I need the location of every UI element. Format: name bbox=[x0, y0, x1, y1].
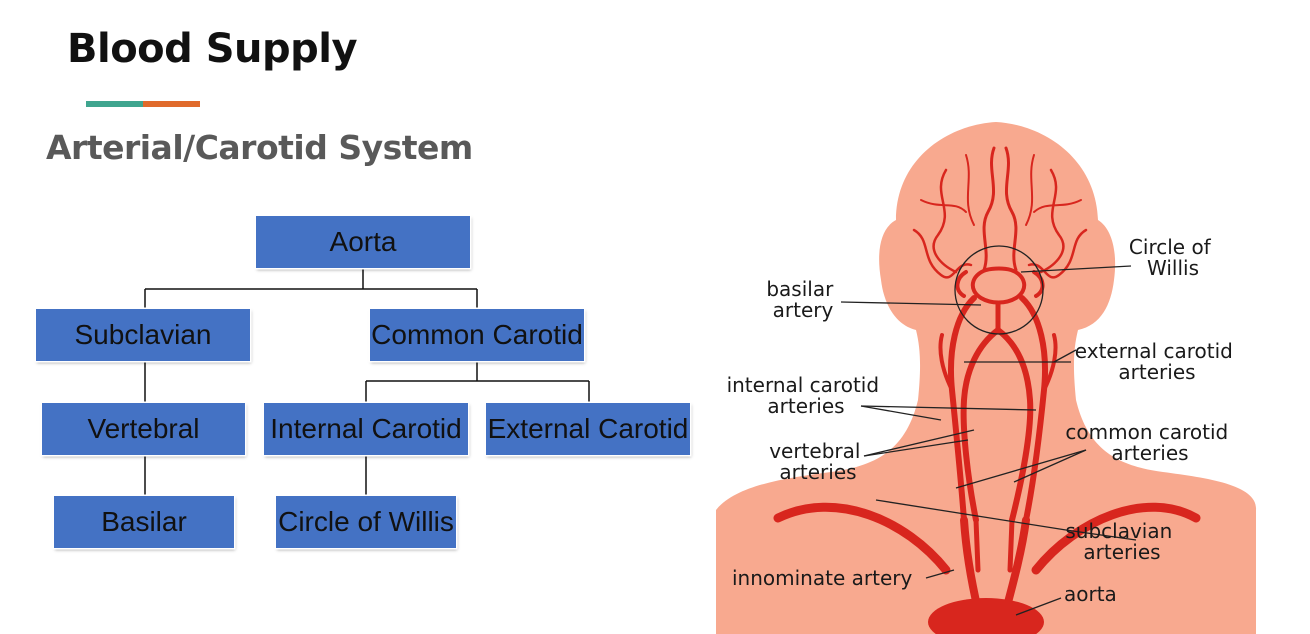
page-subtitle: Arterial/Carotid System bbox=[46, 128, 473, 167]
leader-lines bbox=[840, 265, 1137, 616]
node-aorta: Aorta bbox=[256, 216, 470, 268]
anatomy-illustration: Circle of Willis basilar artery external… bbox=[716, 122, 1257, 634]
circle-of-willis-highlight bbox=[954, 245, 1044, 335]
node-internal-carotid: Internal Carotid bbox=[264, 403, 468, 455]
label-aorta: aorta bbox=[1064, 582, 1117, 606]
title-accent-bar bbox=[86, 101, 200, 107]
page-title: Blood Supply bbox=[67, 26, 358, 72]
node-basilar: Basilar bbox=[54, 496, 234, 548]
label-basilar-artery: basilar artery bbox=[766, 277, 839, 322]
label-external-carotid-arteries: external carotid arteries bbox=[1075, 339, 1239, 384]
accent-teal-segment bbox=[86, 101, 143, 107]
label-innominate-artery: innominate artery bbox=[732, 566, 912, 590]
accent-orange-segment bbox=[143, 101, 200, 107]
node-external-carotid: External Carotid bbox=[486, 403, 690, 455]
node-circle-of-willis: Circle of Willis bbox=[276, 496, 456, 548]
label-vertebral-arteries: vertebral arteries bbox=[769, 439, 867, 484]
artery-network bbox=[773, 146, 1201, 614]
label-circle-of-willis: Circle of Willis bbox=[1129, 235, 1217, 280]
label-common-carotid-arteries: common carotid arteries bbox=[1065, 420, 1234, 465]
node-subclavian: Subclavian bbox=[36, 309, 250, 361]
node-vertebral: Vertebral bbox=[42, 403, 245, 455]
label-subclavian-arteries: subclavian arteries bbox=[1065, 519, 1178, 564]
label-internal-carotid-arteries: internal carotid arteries bbox=[727, 373, 886, 418]
hierarchy-connectors bbox=[144, 268, 590, 495]
node-common-carotid: Common Carotid bbox=[370, 309, 584, 361]
aortic-arch bbox=[928, 598, 1044, 634]
